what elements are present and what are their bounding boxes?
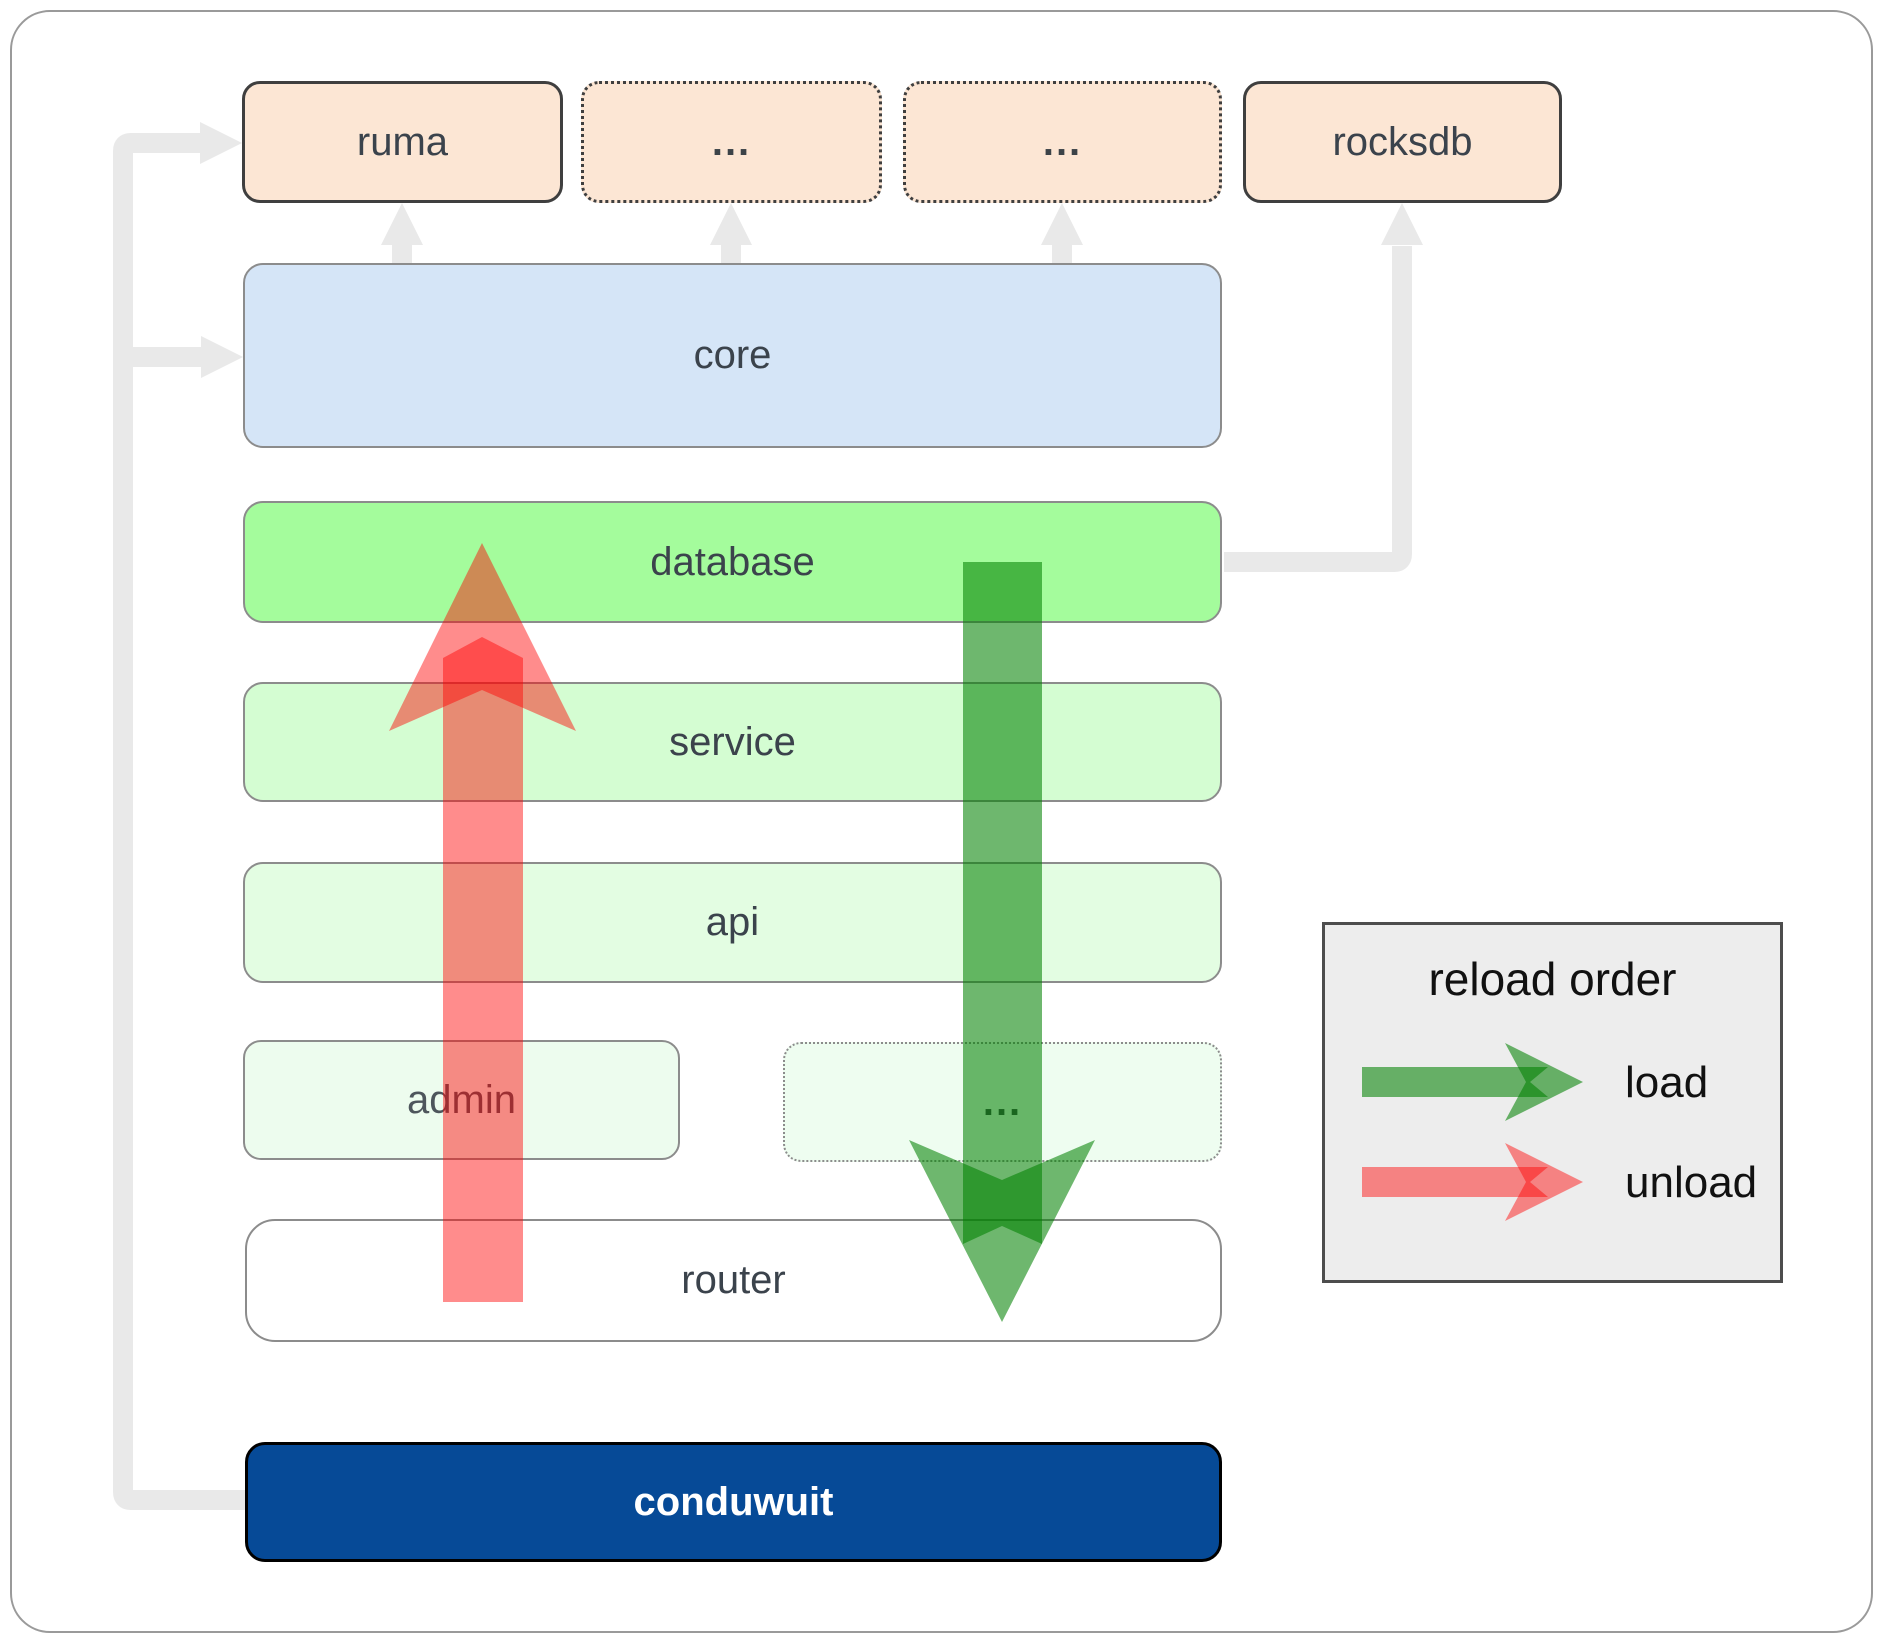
- node-core-label: core: [693, 333, 772, 377]
- outer-frame: [10, 10, 1873, 1633]
- node-router: router: [245, 1219, 1222, 1342]
- legend-title: reload order: [1428, 953, 1677, 1005]
- node-ellipsis-top-2-label: ...: [1042, 119, 1083, 164]
- node-core: core: [243, 263, 1222, 448]
- node-admin-label: admin: [407, 1077, 516, 1122]
- node-ellipsis-top-1-label: ...: [711, 119, 752, 164]
- node-conduwuit: conduwuit: [245, 1442, 1222, 1562]
- node-ruma: ruma: [242, 81, 563, 203]
- node-service: service: [243, 682, 1222, 802]
- node-rocksdb-label: rocksdb: [1332, 119, 1473, 164]
- node-api: api: [243, 862, 1222, 983]
- legend-unload-label: unload: [1625, 1158, 1758, 1207]
- node-service-label: service: [669, 719, 796, 764]
- node-ellipsis-top-1: ...: [581, 81, 882, 203]
- node-database-label: database: [650, 539, 815, 584]
- legend-load-label: load: [1625, 1058, 1709, 1107]
- node-admin: admin: [243, 1040, 680, 1160]
- node-ellipsis-mid-label: ...: [982, 1079, 1023, 1124]
- node-ruma-label: ruma: [356, 119, 449, 164]
- node-ellipsis-top-2: ...: [903, 81, 1222, 203]
- node-router-label: router: [681, 1258, 786, 1302]
- node-database: database: [243, 501, 1222, 623]
- node-api-label: api: [705, 900, 760, 944]
- node-rocksdb: rocksdb: [1243, 81, 1562, 203]
- node-ellipsis-mid: ...: [783, 1042, 1222, 1162]
- node-conduwuit-label: conduwuit: [633, 1479, 834, 1524]
